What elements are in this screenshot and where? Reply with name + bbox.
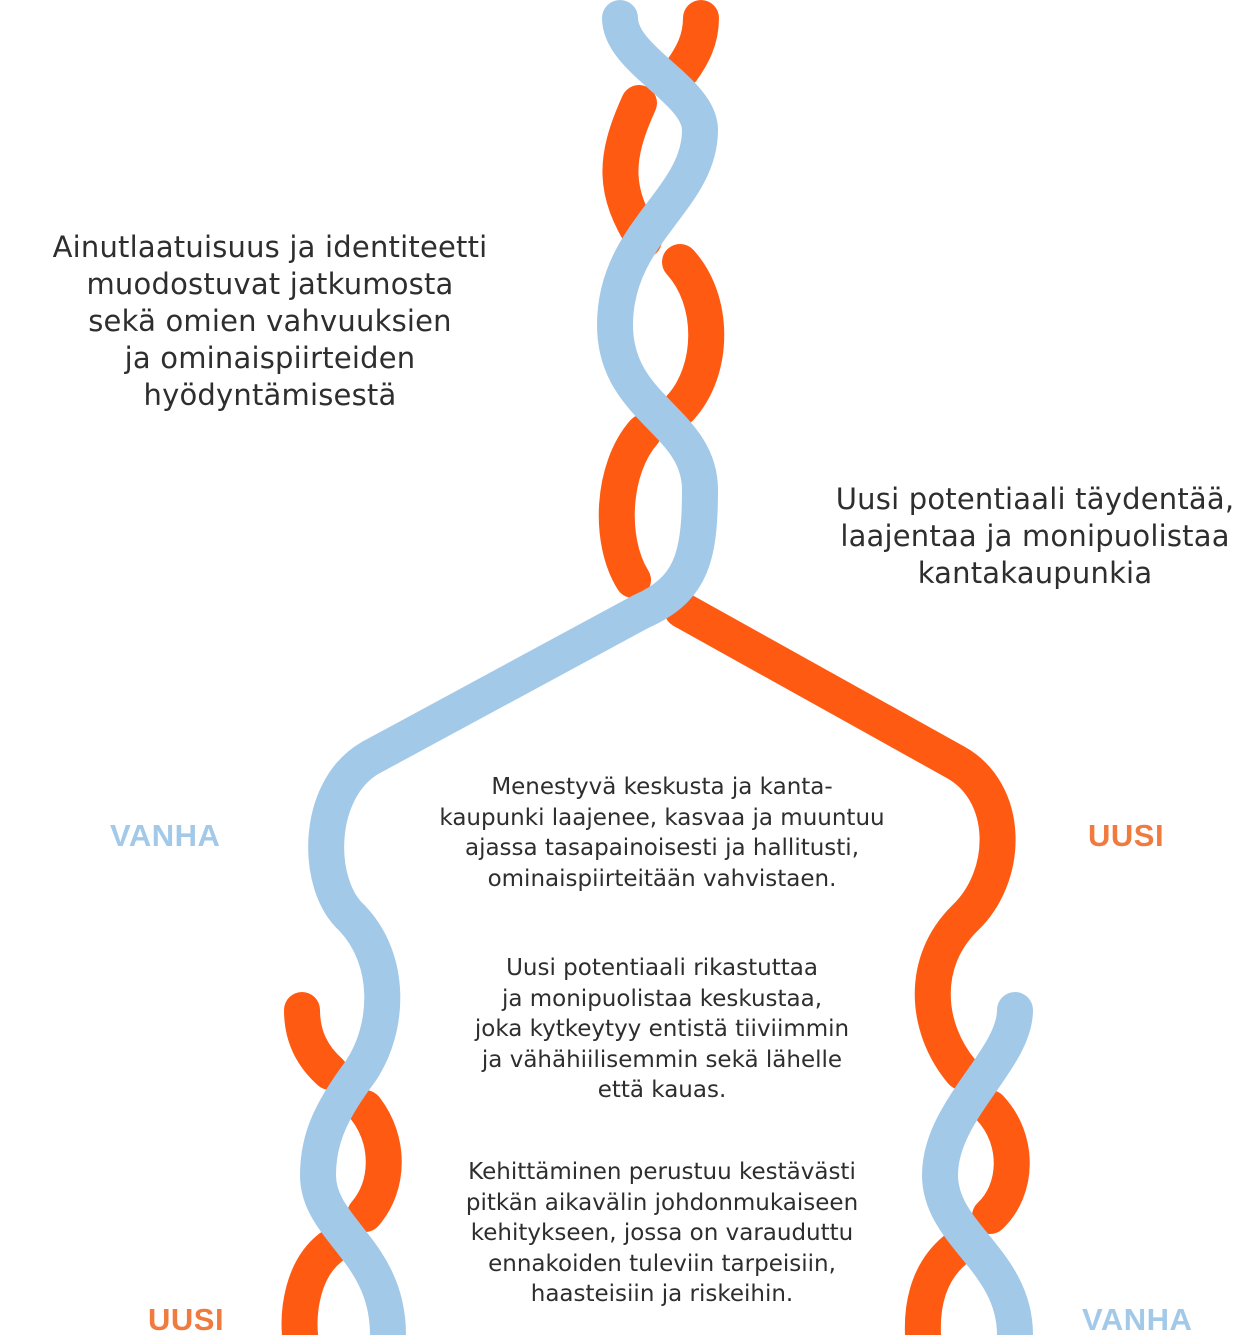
continuity-statement: Ainutlaatuisuus ja identiteetti muodostu… [52,230,488,412]
uusi-strand-bottom-left-1 [284,992,348,1090]
uusi-strand-top-segment-4 [598,414,662,598]
center-paragraph-growth: Menestyvä keskusta ja kanta- kaupunki la… [439,774,885,892]
uusi-label-right: UUSI [1088,818,1165,853]
uusi-strand-bottom-left-3 [281,1230,348,1335]
uusi-strand-bottom-right-1 [972,1090,1030,1234]
uusi-strand-right-branch [664,592,1016,1090]
new-potential-statement: Uusi potentiaali täydentää, laajentaa ja… [835,482,1235,590]
uusi-strand-top-segment-1 [664,0,719,88]
center-paragraph-potential: Uusi potentiaali rikastuttaa ja monipuol… [474,955,850,1103]
uusi-strand-bottom-left-2 [347,1090,402,1232]
vanha-label-left: VANHA [110,818,221,853]
vanha-strand-bottom-right [921,992,1033,1335]
center-paragraph-development: Kehittäminen perustuu kestävästi pitkän … [465,1159,859,1307]
vanha-strand-main [299,0,719,1335]
vanha-label-bottom-right: VANHA [1082,1302,1193,1337]
uusi-label-bottom-left: UUSI [148,1302,225,1337]
uusi-strand-bottom-right-2 [904,1232,973,1335]
uusi-strand-top-segment-3 [662,244,725,426]
